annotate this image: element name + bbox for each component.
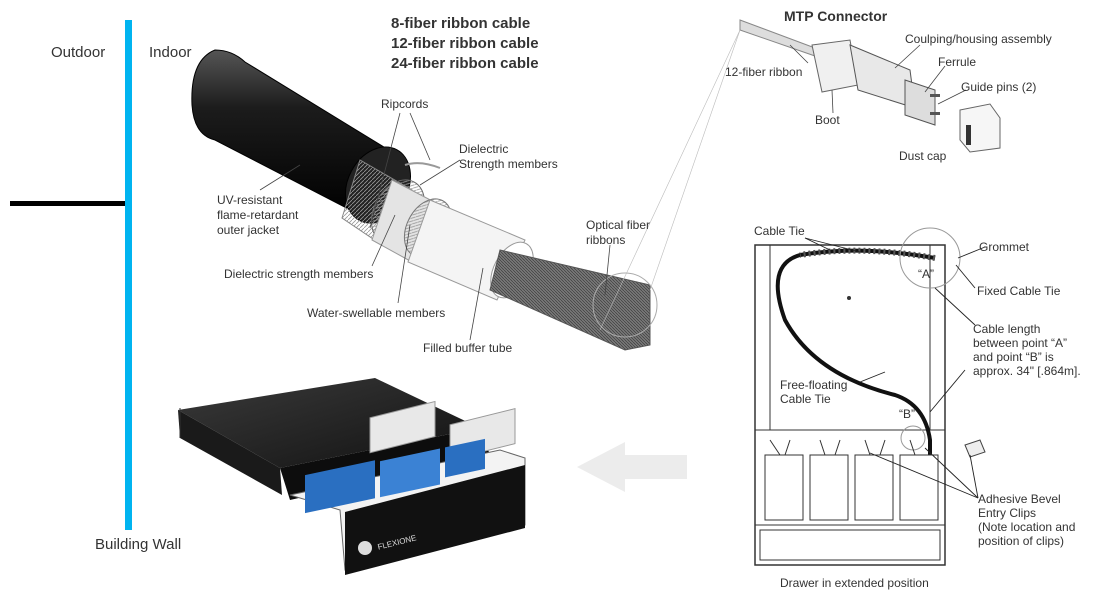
mtp-guide-pin-b bbox=[930, 112, 940, 115]
point-a-circle bbox=[899, 227, 961, 289]
fiber-enclosure-illustration bbox=[178, 378, 526, 575]
cable-length-line3: and point “B” is bbox=[973, 350, 1054, 364]
building-wall bbox=[10, 20, 132, 530]
entry-clip bbox=[964, 439, 986, 458]
point-b-label: “B” bbox=[899, 407, 915, 421]
dielectric-strength-members-label: Dielectric strength members bbox=[224, 267, 374, 281]
mtp-coupling-label: Coulping/housing assembly bbox=[905, 32, 1052, 46]
outer-jacket bbox=[191, 49, 393, 216]
adapter-block-1 bbox=[305, 460, 375, 514]
enclosure-left-side bbox=[178, 410, 282, 495]
cable-tie-label: Cable Tie bbox=[754, 224, 805, 238]
free-floating-line2: Cable Tie bbox=[780, 392, 831, 406]
enclosure-logo bbox=[358, 541, 372, 555]
cable-length-line1: Cable length bbox=[973, 322, 1041, 336]
ripcord bbox=[404, 162, 441, 169]
mtp-connector-illustration bbox=[739, 19, 1001, 153]
drawer-caption: Drawer in extended position bbox=[780, 576, 929, 590]
optical-fiber-label-line2: ribbons bbox=[586, 233, 626, 247]
adapter-block-3 bbox=[445, 438, 485, 478]
drawer-modules bbox=[764, 439, 939, 521]
direction-arrow bbox=[577, 442, 687, 492]
mtp-ribbon bbox=[739, 19, 816, 57]
incoming-cable-line bbox=[10, 201, 125, 206]
mtp-dust-cap-slot bbox=[966, 125, 971, 145]
optical-fiber-label-line1: Optical fiber bbox=[586, 218, 651, 232]
filled-buffer-tube-label: Filled buffer tube bbox=[423, 341, 513, 355]
drawer-hole bbox=[847, 296, 851, 300]
adhesive-clips-line3: (Note location and bbox=[978, 520, 1076, 534]
point-a-label: “A” bbox=[918, 267, 934, 281]
water-swellable-label: Water-swellable members bbox=[307, 306, 446, 320]
dielectric-label-line1: Dielectric bbox=[459, 142, 509, 156]
mtp-dust-cap-label: Dust cap bbox=[899, 149, 947, 163]
wall-line bbox=[125, 20, 132, 530]
mtp-boot-label: Boot bbox=[815, 113, 840, 127]
fiber-ribbons bbox=[489, 249, 651, 351]
cable-length-line4: approx. 34" [.864m]. bbox=[973, 364, 1081, 378]
cable-loop-highlight bbox=[799, 247, 936, 261]
outer-jacket-label-line2: flame-retardant bbox=[217, 208, 299, 222]
outdoor-label: Outdoor bbox=[51, 44, 106, 61]
adhesive-clips-line4: position of clips) bbox=[978, 534, 1065, 548]
adapter-block-2 bbox=[380, 448, 440, 498]
grommet-label: Grommet bbox=[979, 240, 1030, 254]
drawer-schematic bbox=[754, 227, 986, 566]
mtp-title: MTP Connector bbox=[784, 8, 888, 24]
free-floating-line1: Free-floating bbox=[780, 378, 848, 392]
cable-loop bbox=[775, 248, 936, 480]
mtp-guide-pin-a bbox=[930, 94, 940, 97]
ripcords-label: Ripcords bbox=[381, 97, 429, 111]
cable-type-8: 8-fiber ribbon cable bbox=[391, 15, 531, 32]
enclosure-front-bezel bbox=[345, 465, 525, 575]
mtp-ferrule-label: Ferrule bbox=[938, 55, 977, 69]
enclosure-top bbox=[178, 378, 480, 468]
ribbon-detail-circle bbox=[592, 272, 658, 338]
bezel-window-left bbox=[369, 400, 436, 454]
indoor-label: Indoor bbox=[149, 44, 192, 61]
building-wall-label: Building Wall bbox=[95, 536, 182, 553]
adhesive-clips-line2: Entry Clips bbox=[978, 506, 1037, 520]
mtp-ribbon-label: 12-fiber ribbon bbox=[725, 65, 803, 79]
fixed-cable-tie-label: Fixed Cable Tie bbox=[977, 284, 1061, 298]
mtp-ferrule bbox=[904, 79, 936, 126]
adhesive-clips-line1: Adhesive Bevel bbox=[978, 492, 1061, 506]
mtp-guide-pins-label: Guide pins (2) bbox=[961, 80, 1037, 94]
ribbon-cable-illustration bbox=[191, 29, 741, 351]
outer-jacket-label-line3: outer jacket bbox=[217, 223, 280, 237]
cable-type-12: 12-fiber ribbon cable bbox=[391, 35, 539, 52]
cable-length-line2: between point “A” bbox=[973, 336, 1068, 350]
outer-jacket-label-line1: UV-resistant bbox=[217, 193, 283, 207]
cable-type-24: 24-fiber ribbon cable bbox=[391, 55, 539, 72]
dielectric-label-line2: Strength members bbox=[459, 157, 558, 171]
